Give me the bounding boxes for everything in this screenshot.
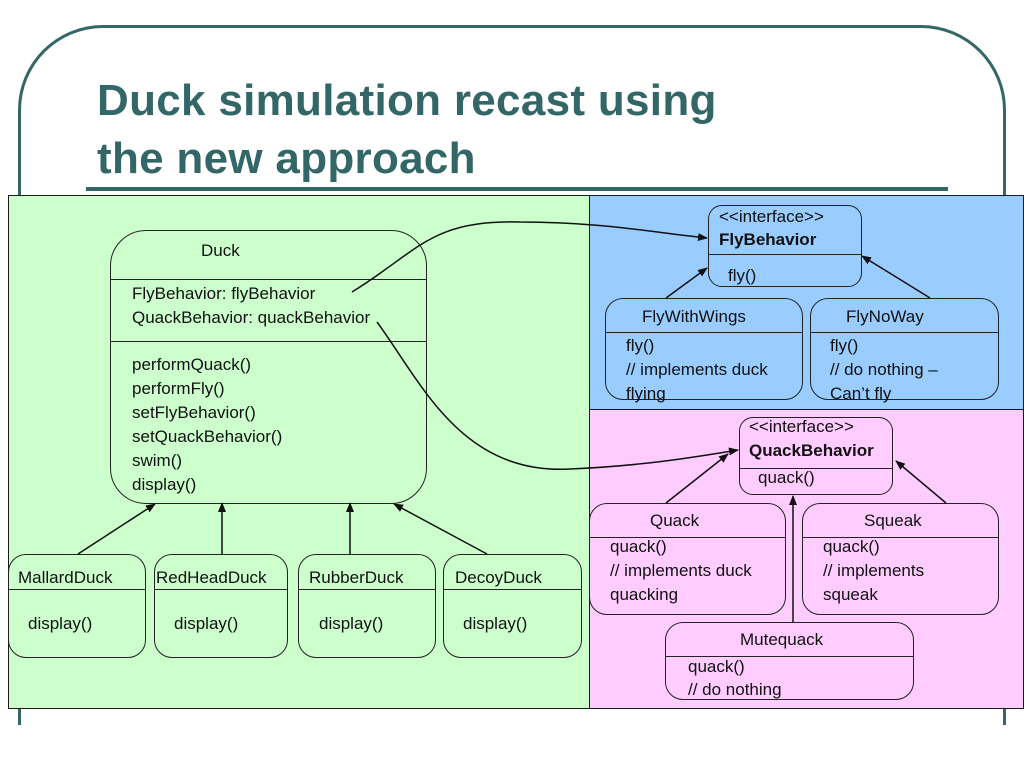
duck-method: setQuackBehavior() (132, 427, 283, 446)
duck-class-name: Duck (201, 241, 240, 260)
subclass-method: display() (463, 614, 528, 633)
interface-name: QuackBehavior (749, 441, 874, 460)
class-line: quack() (610, 537, 667, 556)
class-separator (155, 589, 287, 590)
title-line-2: the new approach (97, 134, 476, 183)
mallard-duck-class[interactable] (8, 554, 146, 658)
class-name: FlyNoWay (846, 307, 924, 326)
subclass-name: RubberDuck (309, 568, 404, 587)
class-line: squeak (823, 585, 878, 604)
class-separator (740, 468, 892, 469)
class-separator (9, 589, 145, 590)
class-line: fly() (830, 336, 859, 355)
class-line: quack() (823, 537, 880, 556)
duck-method: display() (132, 475, 197, 494)
interface-stereotype: <<interface>> (719, 207, 824, 226)
subclass-name: MallardDuck (18, 568, 113, 587)
class-separator (803, 537, 998, 538)
duck-class-separator-1 (111, 279, 426, 280)
class-line: // implements (823, 561, 925, 580)
class-line: flying (626, 384, 666, 403)
subclass-method: display() (28, 614, 93, 633)
class-line: fly() (626, 336, 655, 355)
class-separator (811, 332, 998, 333)
class-name: Mutequack (740, 630, 824, 649)
duck-class-separator-2 (111, 341, 426, 342)
class-separator (299, 589, 435, 590)
rubber-duck-class[interactable] (298, 554, 436, 658)
interface-method: fly() (728, 266, 757, 285)
fly-behavior-interface[interactable] (708, 205, 862, 287)
title-divider (86, 187, 948, 191)
duck-method: setFlyBehavior() (132, 403, 256, 422)
class-line: quack() (688, 657, 745, 676)
interface-method: quack() (758, 468, 815, 487)
subclass-name: RedHeadDuck (156, 568, 267, 587)
class-name: FlyWithWings (642, 307, 746, 326)
quack-behavior-interface[interactable] (739, 417, 893, 495)
class-separator (606, 332, 802, 333)
class-separator (666, 656, 913, 657)
class-line: // do nothing (688, 680, 782, 699)
class-line: // implements duck (626, 360, 768, 379)
class-line: Can’t fly (830, 384, 892, 403)
subclass-name: DecoyDuck (455, 568, 542, 587)
decoy-duck-class[interactable] (443, 554, 582, 658)
duck-method: performFly() (132, 379, 225, 398)
subclass-method: display() (319, 614, 384, 633)
duck-attribute: QuackBehavior: quackBehavior (132, 308, 371, 327)
class-line: // do nothing – (830, 360, 938, 379)
interface-name: FlyBehavior (719, 230, 817, 249)
class-separator (444, 589, 581, 590)
class-line: quacking (610, 585, 679, 604)
interface-stereotype: <<interface>> (749, 417, 854, 436)
subclass-method: display() (174, 614, 239, 633)
title-line-1: Duck simulation recast using (97, 76, 717, 125)
class-line: // implements duck (610, 561, 752, 580)
class-name: Squeak (864, 511, 922, 530)
slide-title: Duck simulation recast using the new app… (97, 72, 917, 188)
class-separator (709, 254, 861, 255)
class-name: Quack (650, 511, 700, 530)
duck-method: performQuack() (132, 355, 252, 374)
redhead-duck-class[interactable] (154, 554, 288, 658)
duck-attribute: FlyBehavior: flyBehavior (132, 284, 316, 303)
class-separator (590, 537, 785, 538)
mutequack-class[interactable] (665, 622, 914, 700)
duck-method: swim() (132, 451, 183, 470)
